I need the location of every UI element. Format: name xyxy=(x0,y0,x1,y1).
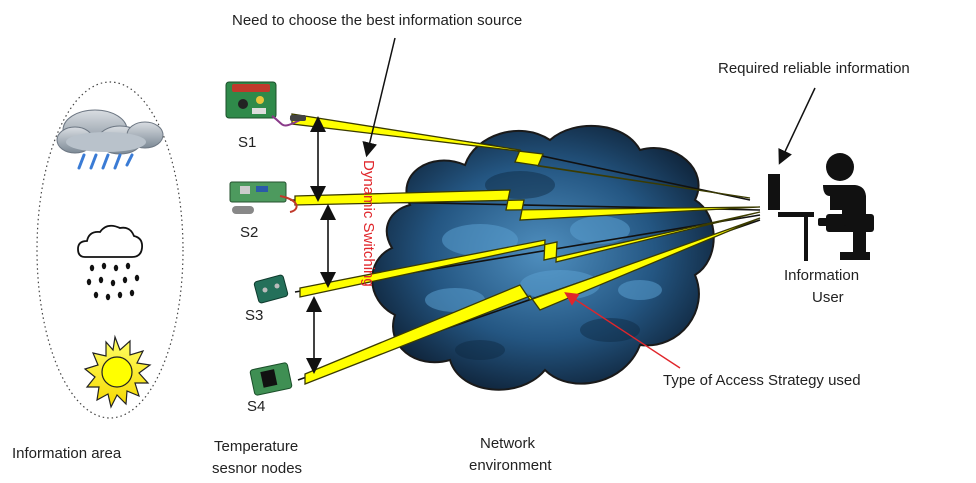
required-info-arrow xyxy=(778,87,816,165)
info-user-label-line2: User xyxy=(812,289,844,306)
network-environment-label-line1: Network xyxy=(480,435,536,452)
access-strategy-arrow xyxy=(564,292,681,369)
user-at-computer-icon xyxy=(768,153,874,261)
sensor-node-s1 xyxy=(225,81,306,127)
sensor-label-s4: S4 xyxy=(247,398,265,415)
network-environment-label-line2: environment xyxy=(469,457,552,474)
info-user-label-line1: Information xyxy=(784,267,859,284)
temperature-nodes-label-line1: Temperature xyxy=(214,438,298,455)
sensor-label-s2: S2 xyxy=(240,224,258,241)
lightning-bolt-s3 xyxy=(299,211,761,298)
required-info-label: Required reliable information xyxy=(718,60,910,77)
top-note-label: Need to choose the best information sour… xyxy=(232,12,522,29)
rain-cloud-icon xyxy=(77,224,143,301)
access-strategy-label: Type of Access Strategy used xyxy=(663,372,861,389)
sun-icon xyxy=(83,334,152,409)
sensor-node-s3 xyxy=(253,274,289,304)
lightning-bolt-s4 xyxy=(304,217,761,385)
temperature-nodes-label-line2: sesnor nodes xyxy=(212,460,302,477)
sensor-label-s3: S3 xyxy=(245,307,263,324)
storm-cloud-icon xyxy=(56,109,164,170)
sensor-label-s1: S1 xyxy=(238,134,256,151)
dynamic-switching-label: Dynamic Switching xyxy=(360,160,377,287)
lightning-bolt-s1 xyxy=(291,113,751,199)
sensor-node-s2 xyxy=(229,181,298,214)
information-area-ellipse xyxy=(36,81,184,419)
top-note-arrow xyxy=(362,37,396,158)
information-area-label: Information area xyxy=(12,445,122,462)
sensor-node-s4 xyxy=(249,362,293,396)
